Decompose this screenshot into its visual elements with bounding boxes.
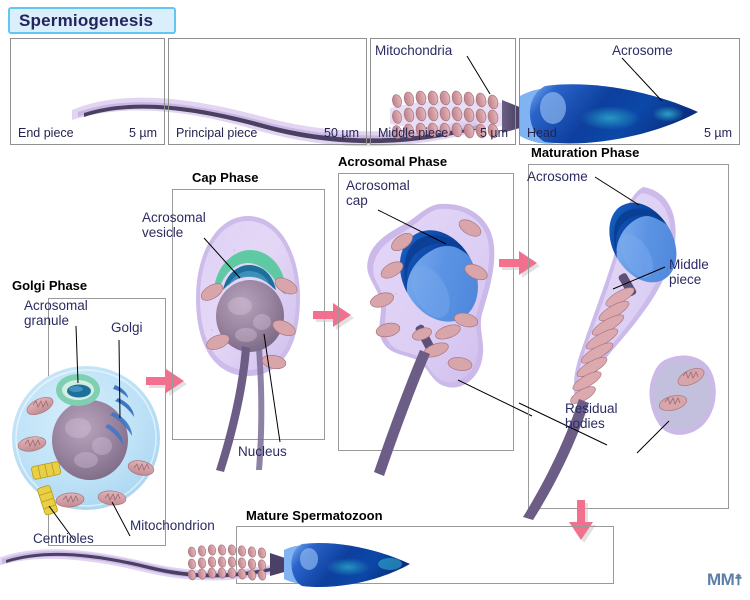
label-residual-bodies-line1: Residual <box>565 401 618 416</box>
segment-size-1: 50 µm <box>324 126 359 140</box>
maturation-tail <box>523 399 589 520</box>
label-mitochondrion: Mitochondrion <box>130 518 215 533</box>
label-maturation-acrosome-line1: Acrosome <box>527 169 588 184</box>
label-centrioles-line1: Centrioles <box>33 531 94 546</box>
arrow-maturation-to-mature <box>569 500 596 543</box>
arrow-cap-to-acrosomal <box>313 303 354 330</box>
segment-name-1: Principal piece <box>176 126 258 140</box>
phase-title-maturation: Maturation Phase <box>531 145 640 160</box>
leader-mitochondria <box>466 55 491 95</box>
label-acrosomal-granule-line1: Acrosomal <box>24 298 88 313</box>
label-golgi: Golgi <box>111 320 143 335</box>
arrow-acrosomal-to-maturation <box>499 251 540 278</box>
phase-box-maturation <box>528 164 729 509</box>
cap-cell-illustration <box>196 216 300 472</box>
segment-name-2: Middle piece <box>378 126 449 140</box>
watermark-text: MM <box>706 570 735 589</box>
cap-tail <box>216 346 250 472</box>
acrosomal-tail <box>374 350 430 476</box>
phase-title-cap: Cap Phase <box>192 170 259 185</box>
phase-title-acrosomal: Acrosomal Phase <box>338 154 448 169</box>
label-middle-piece: Middle piece <box>669 257 709 287</box>
centrioles-shape <box>31 461 62 516</box>
sperm-anatomy-strip: End piece 5 µm Principal piece 50 µm Mid… <box>10 38 740 147</box>
label-residual-bodies-line2: bodies <box>565 416 605 431</box>
arrow-golgi-to-cap <box>146 369 187 396</box>
label-acrosomal-granule-line2: granule <box>24 313 70 328</box>
label-acrosomal-cap-line1: Acrosomal <box>346 178 410 193</box>
leader-acrosome <box>621 57 663 102</box>
label-acrosomal-vesicle-line1: Acrosomal <box>142 210 206 225</box>
phase-box-acrosomal <box>338 173 514 451</box>
label-acrosomal-granule: Acrosomal granule <box>24 298 88 328</box>
phase-acrosomal: Acrosomal Phase <box>336 154 533 476</box>
maturation-cell-illustration <box>518 176 716 520</box>
callout-mitochondria: Mitochondria <box>375 43 453 58</box>
label-maturation-acrosome: Acrosome <box>527 169 588 184</box>
label-middle-piece-line2: piece <box>669 272 702 287</box>
golgi-mitochondria <box>17 396 155 508</box>
label-nucleus-line1: Nucleus <box>238 444 287 459</box>
segment-box-middle-piece: Middle piece 5 µm <box>370 38 516 145</box>
acrosomal-granule-shape <box>56 374 100 406</box>
segment-size-2: 5 µm <box>479 126 508 140</box>
page-title: Spermiogenesis <box>19 10 154 30</box>
watermark-symbol-icon: ☨ <box>734 572 742 589</box>
sperm-anatomy-illustration <box>72 84 698 147</box>
label-mitochondrion-line1: Mitochondrion <box>130 518 215 533</box>
label-nucleus: Nucleus <box>238 444 287 459</box>
mitochondria-helix <box>390 90 513 139</box>
mature-spermatozoon-illustration <box>0 542 410 588</box>
label-acrosomal-cap-line2: cap <box>346 193 368 208</box>
residual-body-shape <box>649 355 716 435</box>
label-acrosomal-vesicle-line2: vesicle <box>142 225 184 240</box>
segment-size-3: 5 µm <box>703 126 732 140</box>
acrosomal-neck-mitochondria <box>412 324 461 358</box>
label-centrioles: Centrioles <box>33 531 94 546</box>
page-title-badge: Spermiogenesis <box>8 7 176 34</box>
phase-golgi: Golgi Phase <box>8 278 215 550</box>
cap-nucleus <box>216 280 284 352</box>
phase-title-mature-spermatozoon: Mature Spermatozoon <box>246 508 383 523</box>
segment-size-0: 5 µm <box>128 126 157 140</box>
segment-name-3: Head <box>527 126 557 140</box>
watermark: MM☨ <box>707 570 742 590</box>
segment-box-principal-piece: Principal piece 50 µm <box>168 38 367 145</box>
phase-title-golgi: Golgi Phase <box>12 278 88 293</box>
segment-name-0: End piece <box>18 126 74 140</box>
maturation-middle-piece <box>570 287 635 404</box>
golgi-nucleus <box>52 400 128 480</box>
acrosomal-cell-illustration <box>367 203 533 476</box>
label-middle-piece-line1: Middle <box>669 257 709 272</box>
golgi-cell-illustration <box>12 325 160 541</box>
acrosome-shape <box>400 230 478 322</box>
segment-box-end-piece: End piece 5 µm <box>10 38 165 145</box>
segment-box-head: Head 5 µm <box>519 38 740 145</box>
maturation-acrosome <box>609 202 677 283</box>
phase-maturation: Maturation Phase <box>518 145 746 520</box>
label-acrosomal-cap: Acrosomal cap <box>346 178 410 208</box>
phase-box-mature-spermatozoon <box>236 526 614 584</box>
label-golgi-line1: Golgi <box>111 320 143 335</box>
phase-mature-spermatozoon: Mature Spermatozoon <box>0 508 636 592</box>
label-residual-bodies: Residual bodies <box>565 401 618 431</box>
callout-acrosome: Acrosome <box>612 43 673 58</box>
label-acrosomal-vesicle: Acrosomal vesicle <box>142 210 206 240</box>
acrosomal-vesicle-shape <box>214 250 286 294</box>
